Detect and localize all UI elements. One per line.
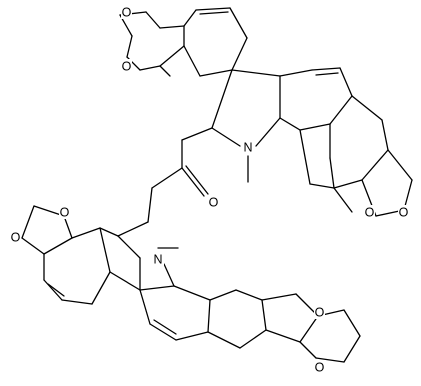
bond xyxy=(339,67,353,97)
bond xyxy=(299,341,317,359)
bond xyxy=(265,329,301,343)
nitrogen-atom: N xyxy=(242,140,254,155)
bond xyxy=(117,221,149,237)
bond xyxy=(139,285,175,291)
bond xyxy=(63,215,73,239)
oxygen-atom: O xyxy=(59,205,70,220)
oxygen-label: O xyxy=(11,231,21,245)
bond xyxy=(211,69,233,129)
bond xyxy=(343,335,361,363)
bond xyxy=(61,299,93,305)
bond xyxy=(309,183,335,189)
bond xyxy=(235,289,263,301)
bond xyxy=(183,9,197,27)
bond xyxy=(173,285,211,301)
bond xyxy=(299,123,331,131)
bond xyxy=(329,95,353,125)
bond xyxy=(361,149,389,181)
bond xyxy=(159,45,185,67)
bond xyxy=(181,167,205,197)
bond xyxy=(315,357,345,363)
bond xyxy=(207,331,241,349)
bond xyxy=(99,227,111,273)
bond xyxy=(139,65,161,71)
bond xyxy=(181,127,213,141)
bond xyxy=(231,37,248,71)
oxygen-atom: O xyxy=(208,195,219,210)
bond xyxy=(151,167,183,189)
bond xyxy=(175,331,209,341)
bond xyxy=(231,69,281,77)
bond xyxy=(183,45,201,77)
oxygen-label: O xyxy=(60,206,70,220)
bond xyxy=(145,11,161,29)
oxygen-atom: O xyxy=(314,360,325,375)
oxygen-atom: O xyxy=(121,59,132,74)
bond xyxy=(126,35,133,58)
nitrogen-atom: N xyxy=(152,252,164,267)
bond xyxy=(21,237,45,255)
oxygen-label: O xyxy=(122,6,132,20)
oxygen-atom: O xyxy=(398,205,409,220)
bond xyxy=(195,7,231,11)
oxygen-atom: O xyxy=(10,230,21,245)
bond xyxy=(279,69,313,77)
bond xyxy=(239,329,267,349)
bond xyxy=(381,119,389,151)
bond xyxy=(329,157,335,189)
bond xyxy=(255,117,281,147)
oxygen-label: O xyxy=(365,206,375,220)
oxygen-label: O xyxy=(315,361,325,375)
oxygen-atom: O xyxy=(364,205,375,220)
oxygen-label: O xyxy=(122,60,132,74)
oxygen-label: O xyxy=(399,206,409,220)
bond xyxy=(279,117,301,131)
bond xyxy=(261,299,267,331)
bond xyxy=(149,323,177,341)
bond xyxy=(109,271,141,291)
bond xyxy=(261,293,297,301)
oxygen-label: O xyxy=(315,306,325,320)
bond xyxy=(21,205,35,239)
bond xyxy=(139,289,151,325)
nitrogen-label: N xyxy=(153,253,162,267)
bond xyxy=(163,263,175,287)
bond xyxy=(199,69,233,77)
bond xyxy=(343,309,361,337)
bond xyxy=(43,237,73,255)
bond xyxy=(99,227,119,237)
bond xyxy=(159,25,185,29)
oxygen-atom: O xyxy=(314,305,325,320)
bonds xyxy=(21,7,413,363)
bond xyxy=(351,95,383,121)
bond xyxy=(211,127,241,147)
carbonyl-oxygen-label: O xyxy=(209,196,219,210)
bond xyxy=(209,289,237,301)
atom-labels: O O N O O O O O xyxy=(10,5,409,375)
bond xyxy=(43,279,63,301)
bond xyxy=(91,271,111,305)
bond xyxy=(159,65,171,77)
nitrogen-label: N xyxy=(243,141,252,155)
bond xyxy=(229,7,248,39)
oxygen-atom: O xyxy=(121,5,132,20)
bond xyxy=(333,187,353,213)
bond xyxy=(47,283,65,297)
bond xyxy=(387,149,413,181)
bond xyxy=(333,179,363,189)
bond xyxy=(153,319,177,335)
bond xyxy=(71,227,101,239)
bond xyxy=(299,315,319,343)
bond xyxy=(147,187,153,223)
bond xyxy=(315,72,339,76)
bond xyxy=(207,299,211,333)
bond xyxy=(199,11,229,15)
bond xyxy=(117,235,141,259)
bond xyxy=(311,67,341,71)
bond xyxy=(185,165,209,195)
bond xyxy=(299,129,311,185)
